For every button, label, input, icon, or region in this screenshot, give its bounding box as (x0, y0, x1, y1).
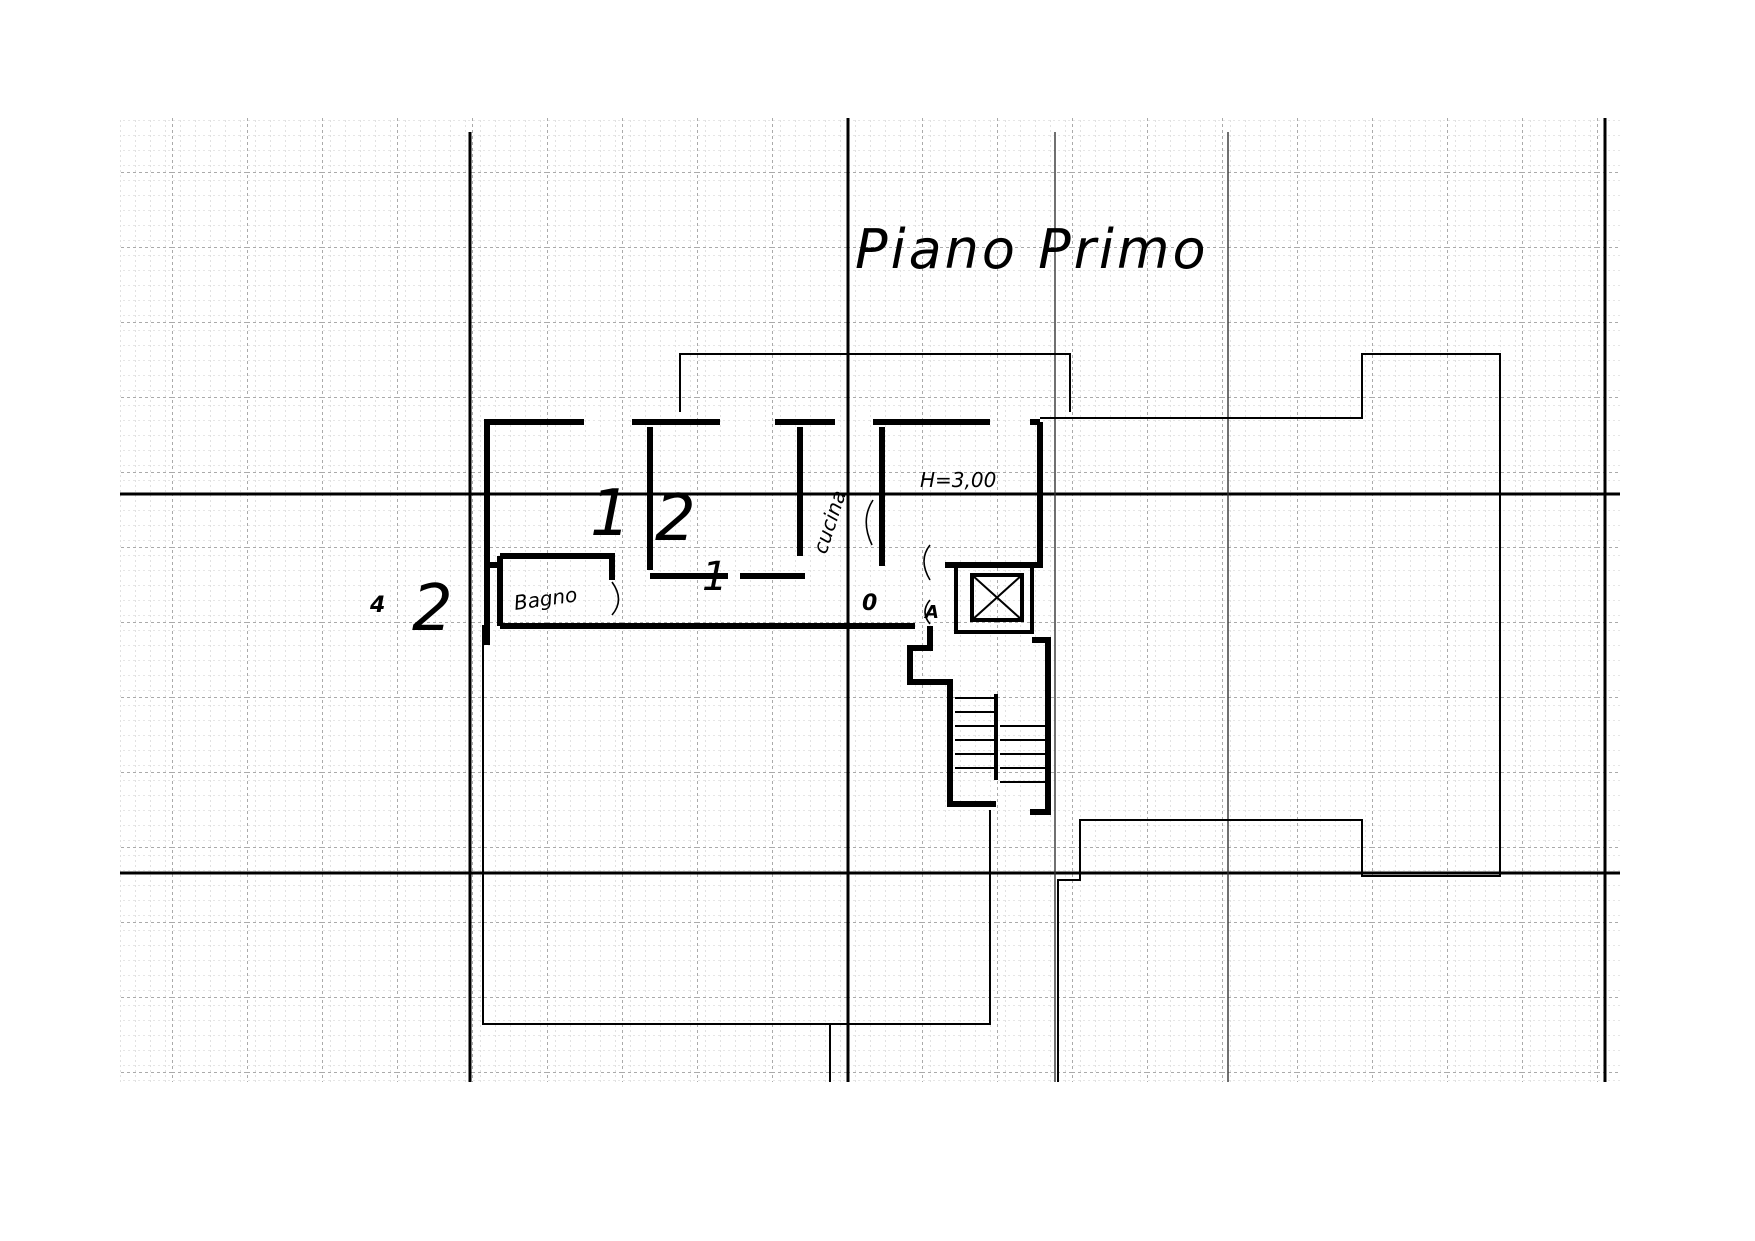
corridor-one-mark: 1 (702, 554, 727, 600)
door-swings (611, 499, 931, 625)
room-two-mark: 2 (655, 482, 696, 556)
drawing-title: Piano Primo (855, 218, 1209, 281)
zero-mark: 0 (862, 591, 877, 616)
ceiling-height-label: H=3,00 (920, 468, 996, 492)
side-label-mark: 2 (412, 572, 453, 646)
staircase (907, 568, 1051, 815)
apartment-walls (484, 419, 1043, 645)
annotations: Piano Primo H=3,00 Bagno cucina 1 2 2 4 … (369, 218, 1209, 646)
stairs-arrow-mark: A (923, 602, 939, 623)
side-prefix-mark: 4 (369, 593, 385, 618)
grid-paper (120, 118, 1620, 1082)
room-one-mark: 1 (590, 477, 631, 551)
building-outline (482, 353, 1501, 1082)
